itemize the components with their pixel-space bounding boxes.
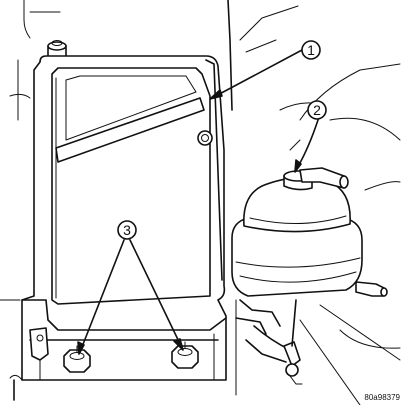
leader-lines	[77, 49, 319, 355]
mounting-nut-left	[63, 345, 91, 373]
callout-3: 3	[117, 220, 137, 240]
vacuum-actuator	[231, 167, 388, 385]
svg-text:1: 1	[307, 42, 315, 58]
mounting-nuts	[63, 341, 199, 373]
figure-id: 80a98379	[364, 393, 400, 402]
callout-2: 2	[307, 100, 327, 120]
callout-1: 1	[301, 40, 321, 60]
svg-text:2: 2	[313, 102, 321, 118]
air-door-housing	[9, 55, 227, 401]
svg-text:3: 3	[123, 222, 131, 238]
